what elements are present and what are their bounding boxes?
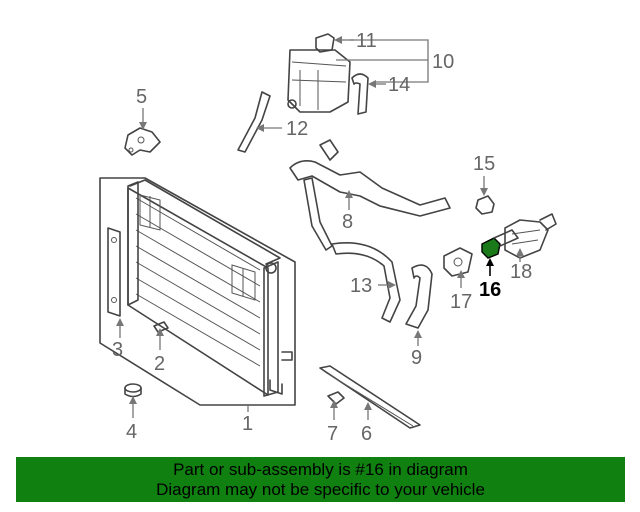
callout-17: 17 — [450, 291, 472, 313]
callout-13: 13 — [350, 275, 372, 297]
parts-diagram: 1 2 3 4 5 6 7 8 9 10 11 12 13 14 15 16 1… — [99, 30, 557, 445]
lower-panel — [319, 365, 421, 429]
callout-5: 5 — [136, 86, 147, 108]
reservoir-cap — [315, 33, 335, 53]
callout-4: 4 — [126, 421, 137, 443]
banner-line-part: Part or sub-assembly is #16 in diagram — [173, 460, 468, 479]
water-outlet — [504, 213, 557, 259]
overflow-hose — [351, 73, 369, 115]
callout-15: 15 — [473, 153, 495, 175]
radiator-cap-lower — [124, 383, 142, 398]
callout-3: 3 — [112, 339, 123, 361]
callout-10: 10 — [432, 51, 454, 73]
banner-line-disclaimer: Diagram may not be specific to your vehi… — [156, 480, 485, 499]
info-banner: Part or sub-assembly is #16 in diagram D… — [16, 457, 625, 502]
thermostat-housing — [443, 247, 473, 277]
callout-6: 6 — [361, 423, 372, 445]
temp-sensor — [475, 195, 495, 215]
radiator — [99, 177, 296, 406]
callout-2: 2 — [154, 353, 165, 375]
leader-lines — [116, 36, 524, 420]
drain-plug — [153, 321, 169, 333]
callout-7: 7 — [327, 423, 338, 445]
reservoir-hose — [237, 91, 271, 153]
upper-hose — [289, 139, 451, 251]
callout-8: 8 — [342, 211, 353, 233]
lower-hose — [331, 242, 401, 323]
callout-12: 12 — [286, 118, 308, 140]
bypass-hose — [405, 264, 433, 329]
side-bracket — [107, 227, 121, 317]
panel-clip — [327, 391, 345, 405]
callout-14: 14 — [388, 74, 410, 96]
callout-18: 18 — [510, 261, 532, 283]
callout-16: 16 — [479, 279, 501, 301]
coolant-reservoir — [287, 49, 351, 113]
callout-11: 11 — [356, 30, 377, 52]
mount-bracket — [124, 127, 161, 156]
callout-1: 1 — [242, 413, 253, 435]
highlighted-part-16 — [481, 229, 519, 259]
callout-9: 9 — [411, 347, 422, 369]
callout-labels: 1 2 3 4 5 6 7 8 9 10 11 12 13 14 15 16 1… — [112, 30, 532, 445]
